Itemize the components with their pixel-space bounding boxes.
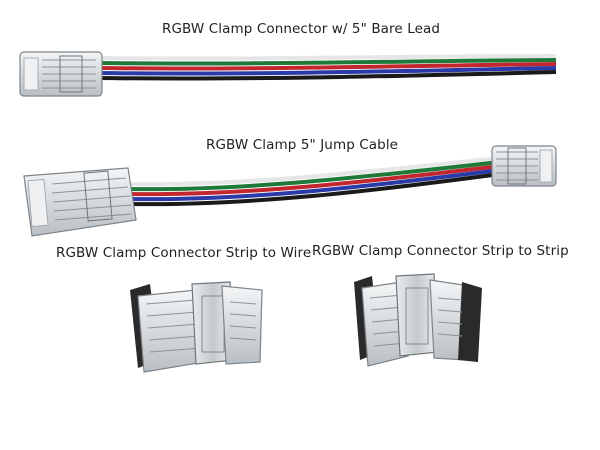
caption-bare-lead: RGBW Clamp Connector w/ 5" Bare Lead xyxy=(162,21,441,37)
clamp-connector-right xyxy=(491,145,557,187)
caption-strip-to-strip: RGBW Clamp Connector Strip to Strip xyxy=(312,243,569,259)
caption-jump-cable: RGBW Clamp 5" Jump Cable xyxy=(206,137,399,153)
jump-cable-wires xyxy=(127,156,501,207)
bare-lead-cable xyxy=(97,54,557,81)
clamp-connector-left xyxy=(23,167,137,237)
caption-strip-to-wire: RGBW Clamp Connector Strip to Wire xyxy=(56,245,312,261)
strip-to-strip-connector xyxy=(354,273,482,367)
strip-to-wire-connector xyxy=(130,281,263,373)
clamp-connector-bare-lead xyxy=(19,51,103,97)
